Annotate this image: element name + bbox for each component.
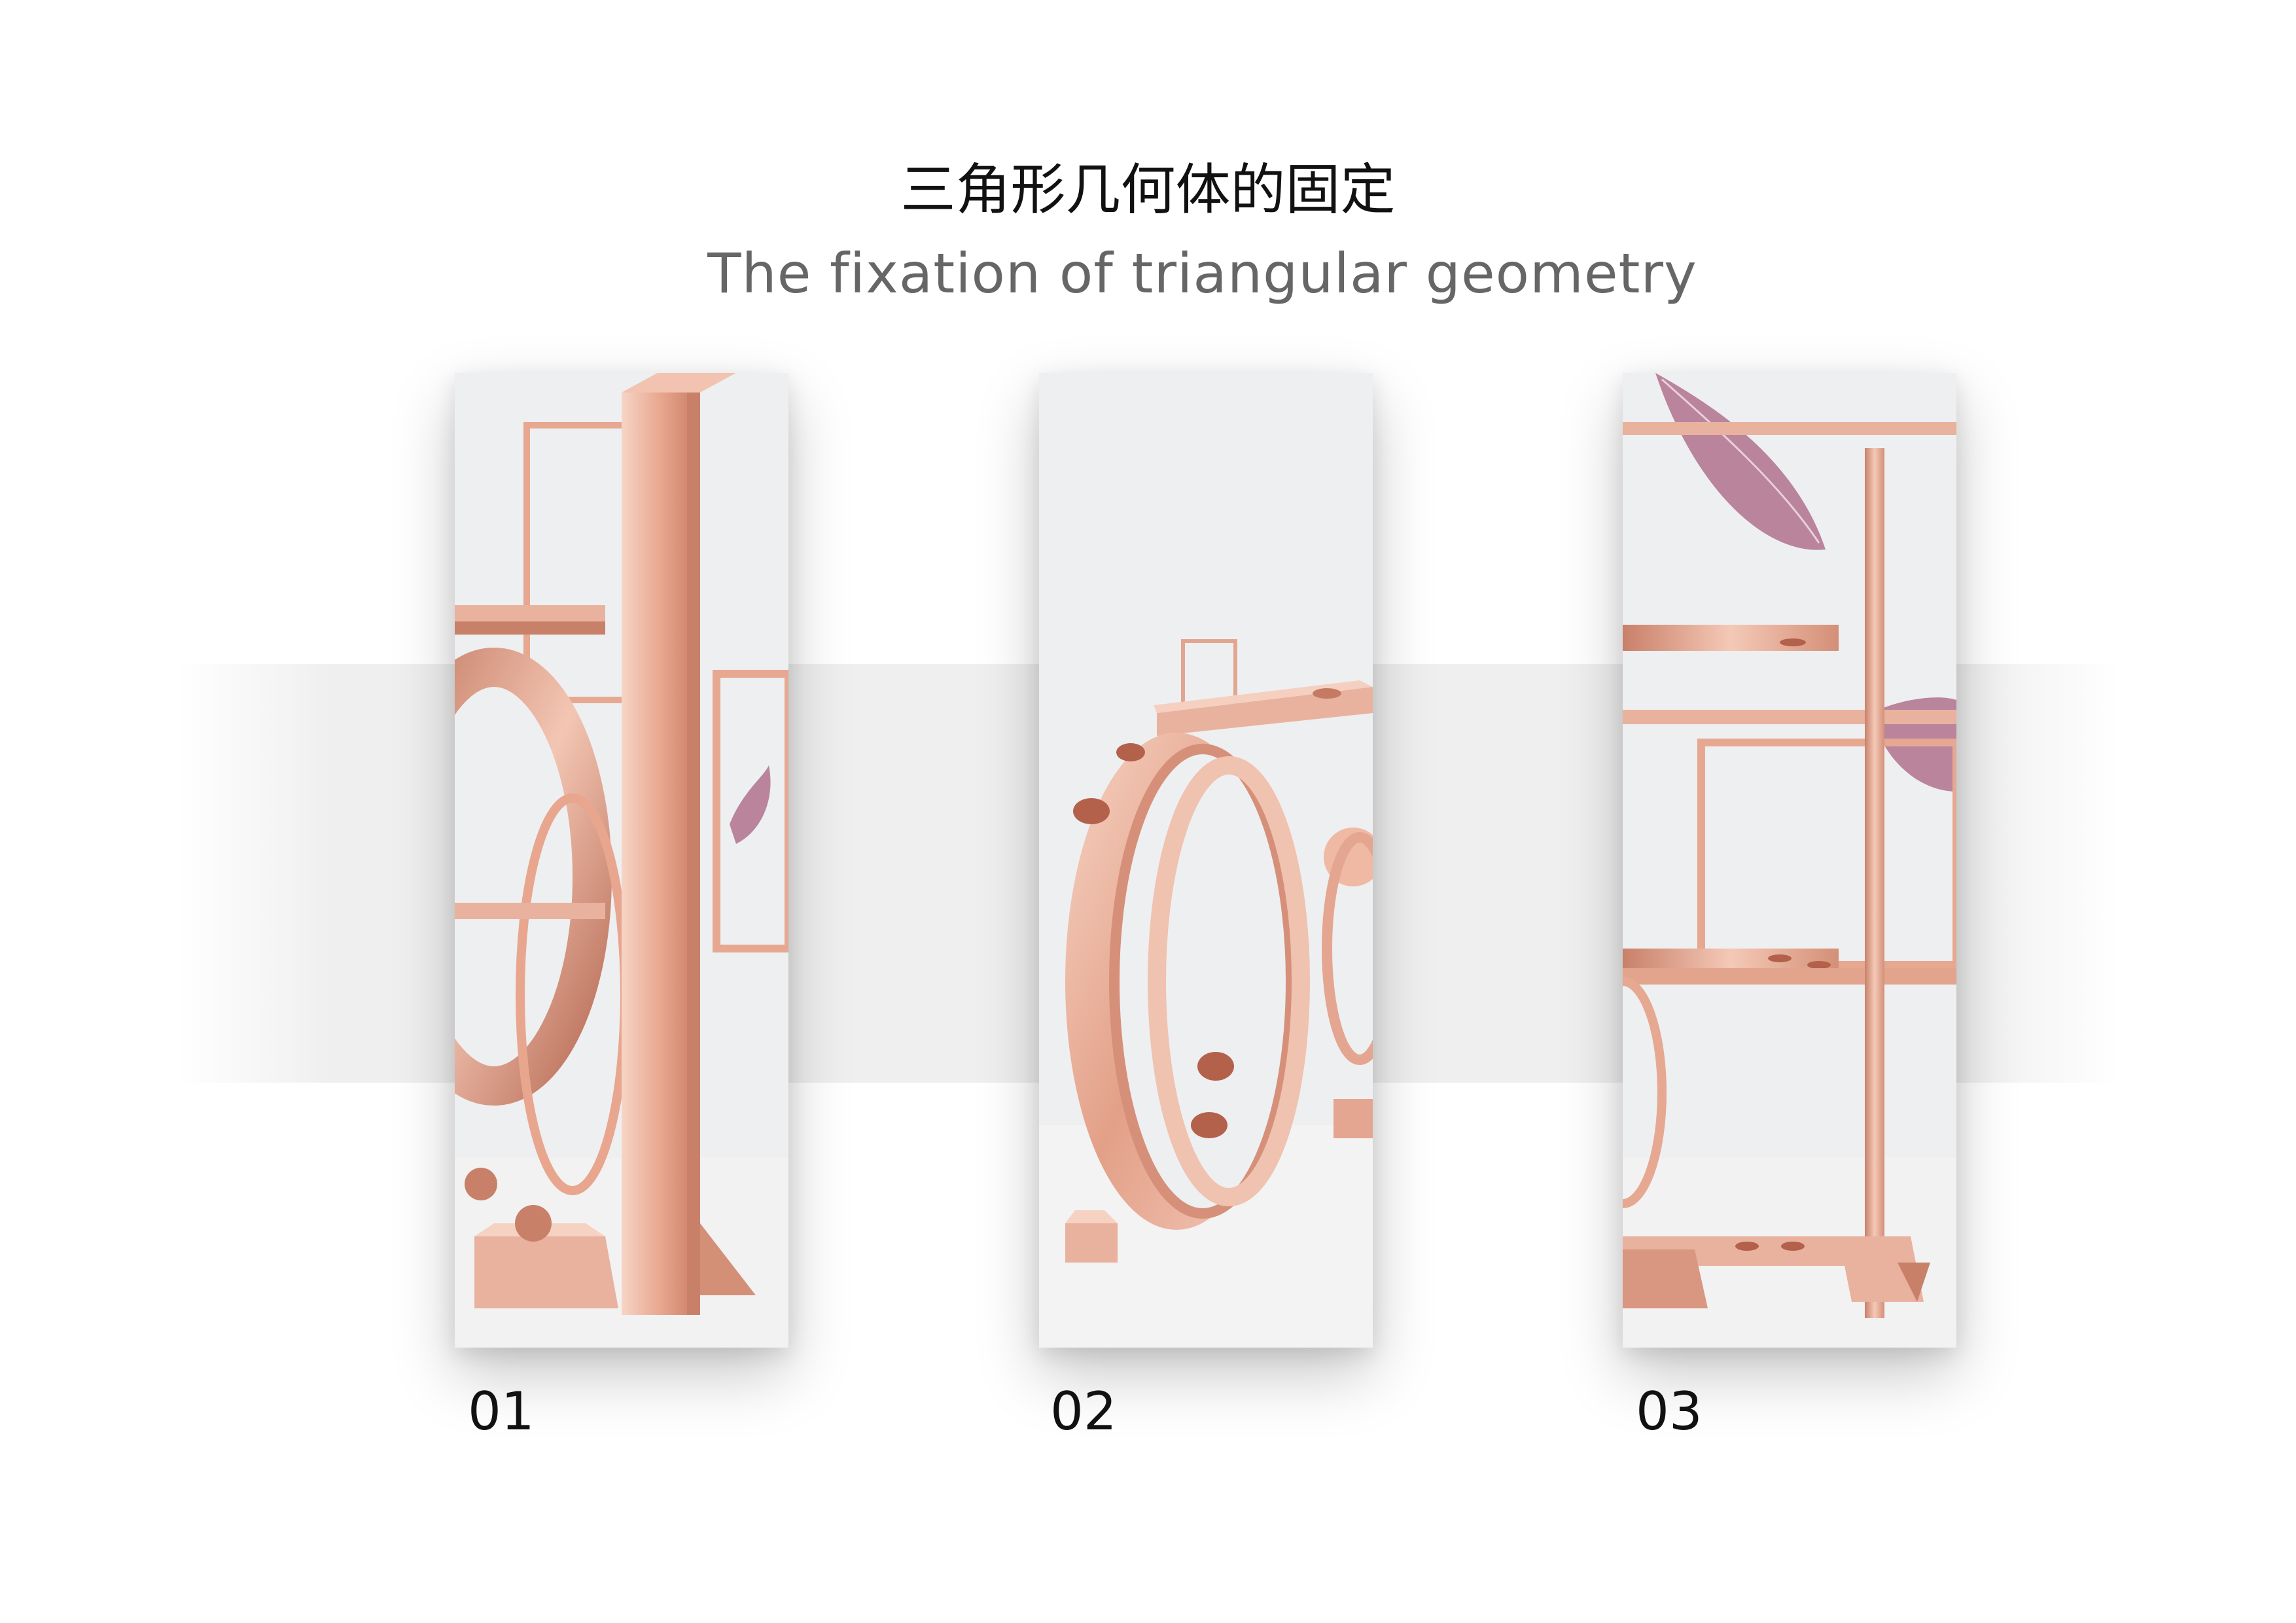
image-panel-02 [1039,373,1373,1348]
rose-gold-grid-illustration [1623,373,1956,1348]
panel-number-03: 03 [1636,1381,1703,1442]
rose-gold-ring-illustration [1039,373,1373,1348]
image-panel-03 [1623,373,1956,1348]
panel-number-01: 01 [468,1381,535,1442]
rose-gold-frame-illustration [455,373,788,1348]
page-subtitle: The fixation of triangular geometry [707,241,1697,305]
image-panel-01 [455,373,788,1348]
panel-number-02: 02 [1050,1381,1117,1442]
page-title: 三角形几何体的固定 [900,158,1396,222]
